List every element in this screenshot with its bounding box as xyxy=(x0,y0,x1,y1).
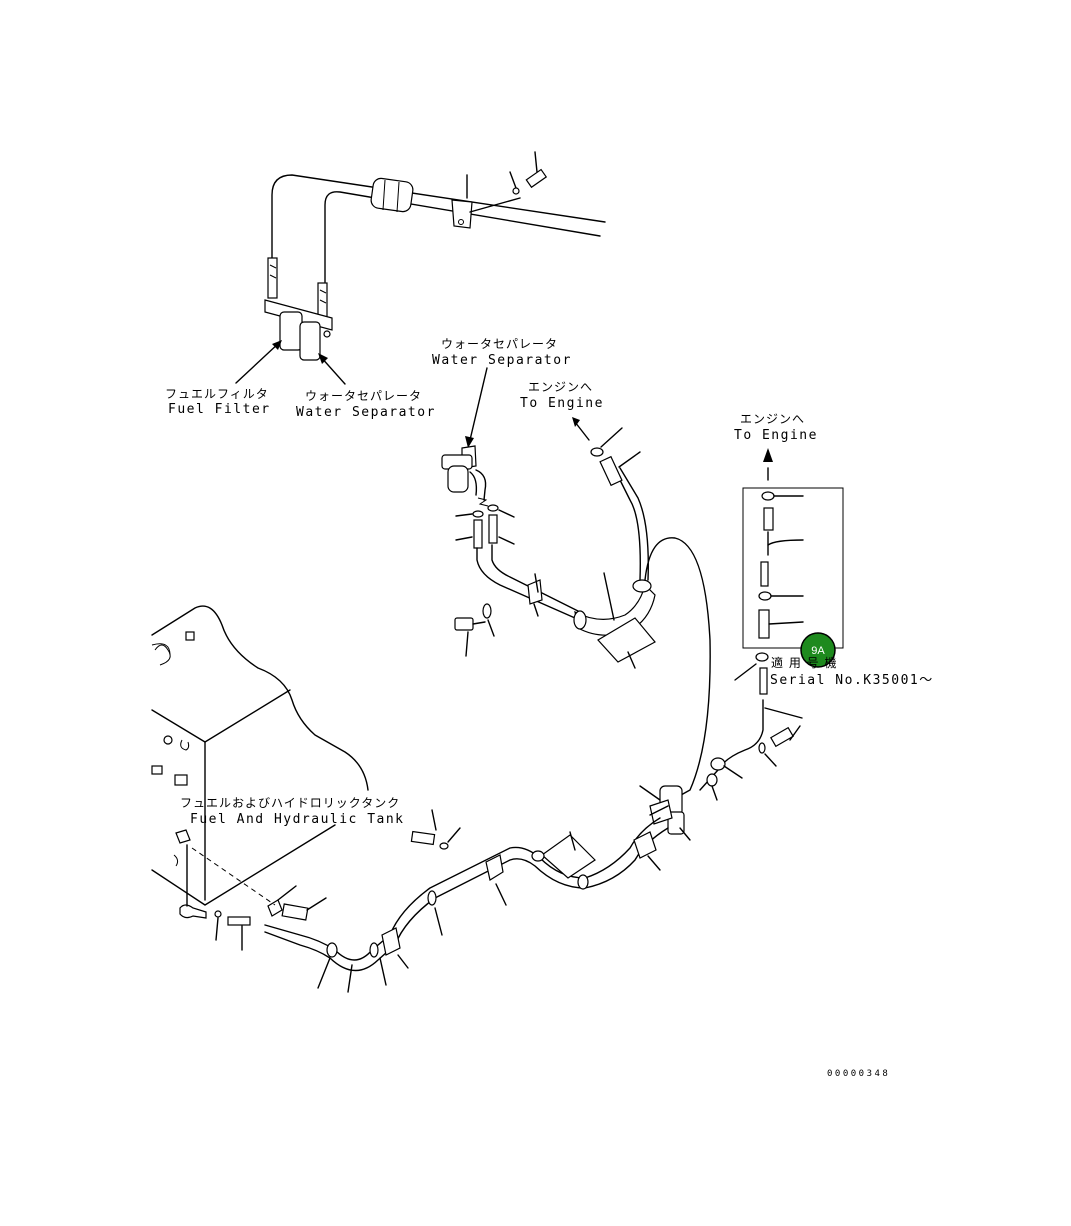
tank-label-en: Fuel And Hydraulic Tank xyxy=(190,812,405,827)
tank-fittings xyxy=(173,829,327,951)
right-feed-line xyxy=(699,652,803,801)
center-junction xyxy=(639,785,691,841)
water-sep-upper-label-en: Water Separator xyxy=(432,353,572,368)
mid-engine-line xyxy=(572,417,649,581)
water-sep-lower-label-en: Water Separator xyxy=(296,405,436,420)
drawing-number: 00000348 xyxy=(827,1069,890,1079)
to-engine-right-label-en: To Engine xyxy=(734,428,818,443)
fuel-filter-arrowhead xyxy=(272,340,282,350)
fuel-filter-label-en: Fuel Filter xyxy=(168,402,271,417)
badge-text: 9A xyxy=(811,645,825,657)
water-sep-upper-label-jp: ウォータセパレータ xyxy=(441,337,558,351)
upper-fuel-pipe xyxy=(271,151,606,283)
fuel-filter-leader xyxy=(235,341,281,384)
serial-parts-box xyxy=(742,448,844,649)
to-engine-mid-label-en: To Engine xyxy=(520,396,604,411)
water-separator-assembly xyxy=(441,367,515,549)
badge-circle[interactable] xyxy=(800,632,836,668)
fuel-filter-label-jp: フュエルフィルタ xyxy=(165,387,269,401)
return-loop-hose xyxy=(644,537,711,801)
lower-main-pipe xyxy=(264,809,669,993)
fuel-hydraulic-tank xyxy=(151,605,369,906)
water-sep-lower-label-jp: ウォータセパレータ xyxy=(305,389,422,403)
badge-9a[interactable]: 9A xyxy=(800,632,836,668)
applicable-units-label: 適 用 号 機 xyxy=(771,655,837,670)
fuel-filter-assembly xyxy=(264,257,333,361)
to-engine-mid-label-jp: エンジンへ xyxy=(528,380,593,394)
tank-label-jp: フュエルおよびハイドロリックタンク xyxy=(180,796,400,810)
water-sep-arrowhead xyxy=(318,353,328,364)
mid-hose-bundle xyxy=(573,572,656,669)
separator-outlet-pipe xyxy=(454,544,581,657)
serial-number-label: Serial No.K35001～ xyxy=(770,673,934,688)
to-engine-right-label-jp: エンジンへ xyxy=(740,412,805,426)
